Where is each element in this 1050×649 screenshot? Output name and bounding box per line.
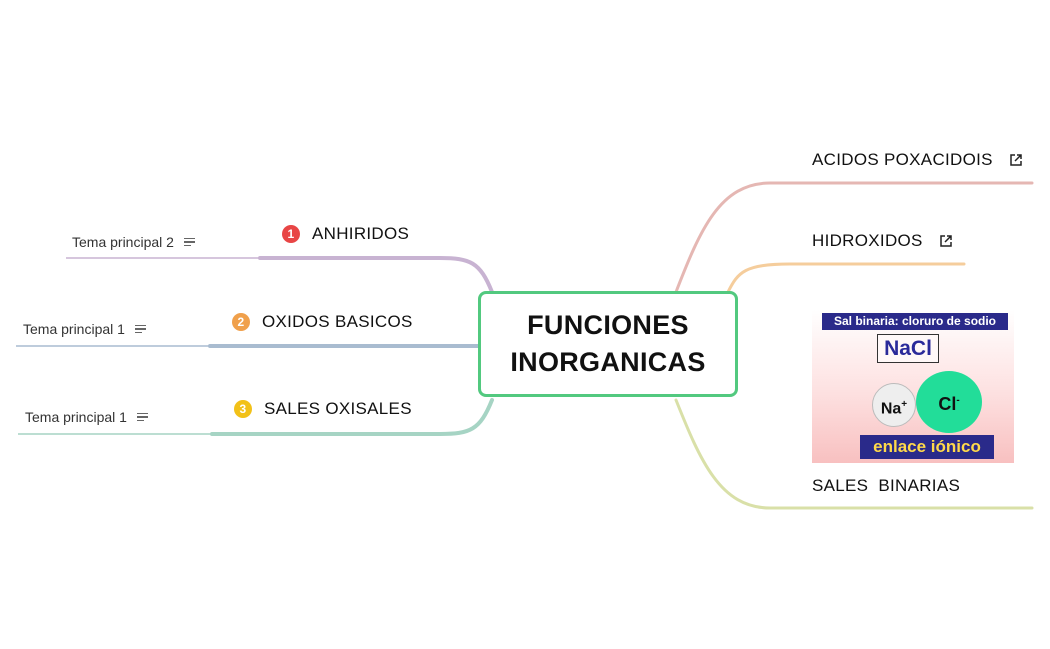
nacl-formula: NaCl	[877, 334, 939, 363]
topic-sales-binarias[interactable]: SALES BINARIAS	[812, 476, 960, 496]
topic-oxidos-basicos[interactable]: 2 OXIDOS BASICOS	[232, 312, 413, 332]
branch-sales-binarias	[674, 398, 1034, 510]
notes-icon[interactable]	[136, 412, 148, 422]
topic-anhiridos[interactable]: 1 ANHIRIDOS	[282, 224, 409, 244]
subtopic-label: Tema principal 2	[72, 234, 174, 250]
chloride-charge: -	[956, 395, 960, 406]
topic-label: SALES BINARIAS	[812, 476, 961, 495]
branch-hidroxidos	[726, 262, 966, 294]
subtopic-label: Tema principal 1	[23, 321, 125, 337]
number-1-icon: 1	[282, 225, 300, 243]
central-topic[interactable]: FUNCIONES INORGANICAS	[478, 291, 738, 397]
external-link-icon[interactable]	[939, 234, 953, 248]
sodium-ion: Na+	[872, 383, 916, 427]
central-topic-line2: INORGANICAS	[510, 347, 706, 377]
topic-sales-oxisales[interactable]: 3 SALES OXISALES	[234, 399, 412, 419]
subtopic-tema-principal-1[interactable]: Tema principal 1	[25, 409, 148, 425]
branch-anhiridos	[258, 256, 494, 294]
branch-sales-oxisales	[210, 398, 494, 436]
nacl-illustration[interactable]: Sal binaria: cloruro de sodio NaCl Na+ C…	[812, 310, 1014, 463]
notes-icon[interactable]	[134, 324, 146, 334]
sodium-symbol: Na	[880, 400, 902, 418]
subtopic-tema-principal-2[interactable]: Tema principal 2	[72, 234, 195, 250]
branch-acidos	[674, 181, 1034, 294]
topic-label: OXIDOS BASICOS	[262, 312, 413, 331]
notes-icon[interactable]	[183, 237, 195, 247]
number-3-icon: 3	[234, 400, 252, 418]
topic-label: ACIDOS POXACIDOIS	[812, 150, 993, 169]
topic-label: SALES OXISALES	[264, 399, 412, 418]
number-2-icon: 2	[232, 313, 250, 331]
subtopic-tema-principal-1[interactable]: Tema principal 1	[23, 321, 146, 337]
topic-label: HIDROXIDOS	[812, 231, 923, 250]
external-link-icon[interactable]	[1009, 153, 1023, 167]
central-topic-line1: FUNCIONES	[527, 310, 689, 340]
sodium-charge: +	[901, 399, 908, 410]
nacl-header: Sal binaria: cloruro de sodio	[822, 313, 1008, 330]
topic-acidos-poxacidois[interactable]: ACIDOS POXACIDOIS	[812, 150, 1023, 170]
subtopic-label: Tema principal 1	[25, 409, 127, 425]
nacl-caption: enlace iónico	[860, 435, 994, 459]
chloride-ion: Cl-	[916, 371, 982, 433]
topic-hidroxidos[interactable]: HIDROXIDOS	[812, 231, 953, 251]
chloride-symbol: Cl	[938, 394, 957, 414]
topic-label: ANHIRIDOS	[312, 224, 410, 243]
